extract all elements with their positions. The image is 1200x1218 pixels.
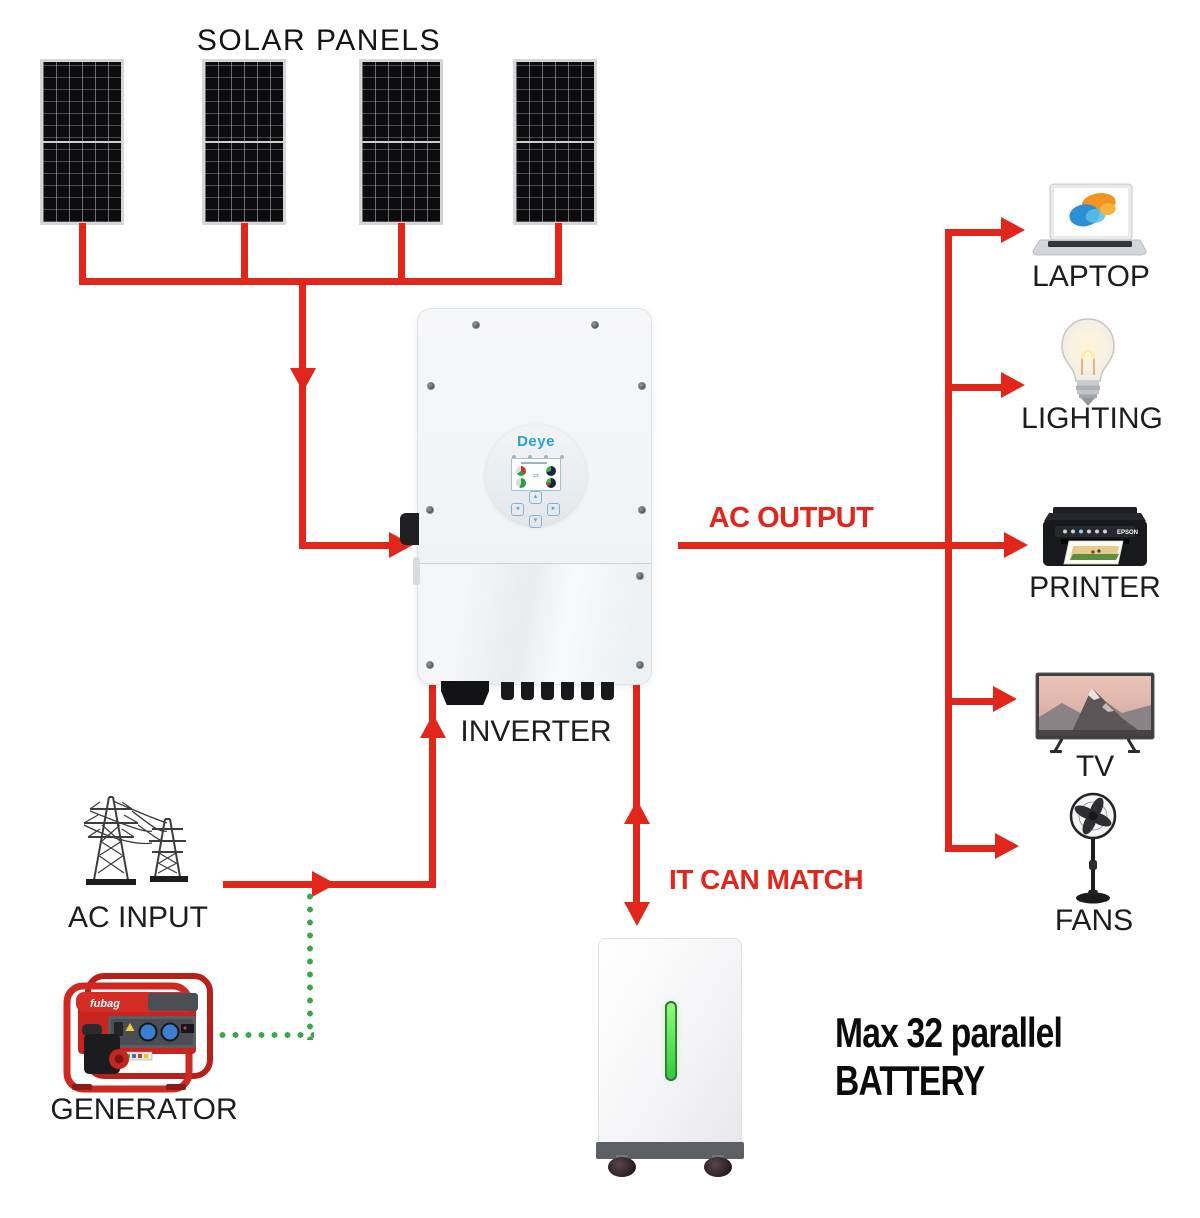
printer-arrow-icon bbox=[1004, 532, 1028, 558]
lighting-branch-line bbox=[945, 384, 1003, 391]
generator-dotted-horizontal-line bbox=[216, 1031, 314, 1039]
pv-feed-horizontal-line bbox=[299, 542, 391, 549]
tv-branch-line bbox=[945, 698, 995, 705]
pv-drop-line bbox=[241, 223, 248, 283]
generator-icon: fubag bbox=[63, 973, 213, 1093]
inverter-lower-cover bbox=[418, 563, 651, 684]
power-tower-icon bbox=[83, 796, 188, 885]
lightbulb-icon bbox=[1061, 318, 1115, 406]
inverter-label: INVERTER bbox=[460, 715, 612, 748]
laptop-label: LAPTOP bbox=[1032, 260, 1150, 293]
inverter: Deye ⇄ bbox=[400, 308, 652, 705]
screw-icon bbox=[472, 321, 480, 329]
battery-up-arrow-icon bbox=[624, 800, 650, 824]
battery-down-arrow-icon bbox=[624, 902, 650, 926]
ac-output-label: AC OUTPUT bbox=[708, 502, 874, 534]
load-gauge-icon bbox=[546, 478, 556, 488]
generator-dotted-vertical-line bbox=[306, 890, 314, 1040]
dc-switch-handle[interactable] bbox=[400, 513, 419, 545]
inverter-lcd-screen: ⇄ bbox=[511, 458, 561, 491]
pv-feed-down-arrow-icon bbox=[290, 368, 316, 392]
tv-label: TV bbox=[1075, 750, 1115, 783]
printer-brand-label: EPSON bbox=[1117, 530, 1138, 536]
battery bbox=[598, 938, 742, 1144]
inverter-left-button[interactable] bbox=[511, 503, 524, 516]
connector-port-icon bbox=[541, 682, 554, 700]
fan-icon bbox=[1069, 792, 1117, 904]
battery-link-line bbox=[633, 684, 640, 904]
battery-note-line1: Max 32 parallel bbox=[835, 1009, 1063, 1056]
printer-label: PRINTER bbox=[1029, 571, 1161, 604]
pv-bus-line bbox=[79, 278, 562, 285]
solar-panel bbox=[40, 59, 124, 225]
battery-led-green-icon bbox=[667, 1003, 675, 1079]
pv-drop-line bbox=[555, 223, 562, 283]
generator-label: GENERATOR bbox=[50, 1093, 238, 1126]
fans-branch-line bbox=[945, 845, 997, 852]
generator-brand-label: fubag bbox=[90, 998, 120, 1010]
connector-port-icon bbox=[581, 682, 594, 700]
indicator-led-icon bbox=[544, 455, 548, 459]
connector-port-icon bbox=[521, 682, 534, 700]
lighting-label: LIGHTING bbox=[1021, 402, 1163, 435]
pv-feed-vertical-line bbox=[299, 278, 306, 549]
battery-note-line2: BATTERY bbox=[835, 1057, 985, 1104]
inverter-display-panel: Deye ⇄ bbox=[486, 425, 586, 528]
pv-drop-line bbox=[398, 223, 405, 283]
ac-input-vertical-line bbox=[429, 684, 436, 888]
tv-icon bbox=[1035, 672, 1155, 753]
fans-arrow-icon bbox=[995, 833, 1019, 859]
screw-icon bbox=[636, 661, 644, 669]
solar-panels-title: SOLAR PANELS bbox=[196, 24, 442, 57]
laptop-arrow-icon bbox=[1001, 217, 1025, 243]
indicator-led-icon bbox=[512, 455, 516, 459]
grid-gauge-icon bbox=[546, 466, 556, 476]
screw-icon bbox=[426, 661, 434, 669]
antenna-stub-icon bbox=[413, 557, 420, 585]
ac-output-line bbox=[678, 542, 1008, 549]
printer-icon: EPSON bbox=[1043, 507, 1147, 566]
ac-input-right-arrow-icon bbox=[312, 871, 336, 897]
solar-panel bbox=[359, 59, 443, 225]
laptop-icon bbox=[1032, 183, 1147, 256]
indicator-led-icon bbox=[560, 455, 564, 459]
inverter-brand-logo: Deye bbox=[517, 433, 555, 450]
lighting-arrow-icon bbox=[1001, 372, 1025, 398]
pv-gauge-icon bbox=[516, 466, 526, 476]
ac-output-bus-line bbox=[945, 229, 952, 852]
screw-icon bbox=[638, 382, 646, 390]
lcd-header-bar bbox=[521, 462, 547, 464]
flow-arrow-icon: ⇄ bbox=[533, 473, 539, 480]
solar-panel bbox=[202, 59, 286, 225]
caster-wheel-icon bbox=[704, 1157, 732, 1177]
screw-icon bbox=[638, 506, 646, 514]
caster-wheel-icon bbox=[608, 1157, 636, 1177]
screw-icon bbox=[636, 572, 644, 580]
screw-icon bbox=[426, 506, 434, 514]
ac-input-label: AC INPUT bbox=[67, 901, 209, 934]
battery-led-strip bbox=[665, 1001, 677, 1081]
connector-port-icon bbox=[601, 682, 614, 700]
screw-icon bbox=[427, 382, 435, 390]
inverter-down-button[interactable] bbox=[529, 515, 542, 528]
indicator-led-icon bbox=[528, 455, 532, 459]
inverter-up-button[interactable] bbox=[529, 491, 542, 504]
connector-port-icon bbox=[561, 682, 574, 700]
battery-gauge-icon bbox=[516, 478, 526, 488]
screw-icon bbox=[591, 321, 599, 329]
solar-panel bbox=[513, 59, 597, 225]
it-can-match-label: IT CAN MATCH bbox=[668, 864, 864, 895]
inverter-right-button[interactable] bbox=[547, 503, 560, 516]
tv-arrow-icon bbox=[993, 686, 1017, 712]
laptop-branch-line bbox=[945, 229, 1003, 236]
ac-input-up-arrow-icon bbox=[420, 714, 446, 738]
fans-label: FANS bbox=[1054, 904, 1134, 937]
cable-gland-icon bbox=[441, 681, 489, 705]
connector-port-icon bbox=[501, 682, 514, 700]
battery-base bbox=[596, 1142, 744, 1159]
pv-drop-line bbox=[79, 223, 86, 283]
